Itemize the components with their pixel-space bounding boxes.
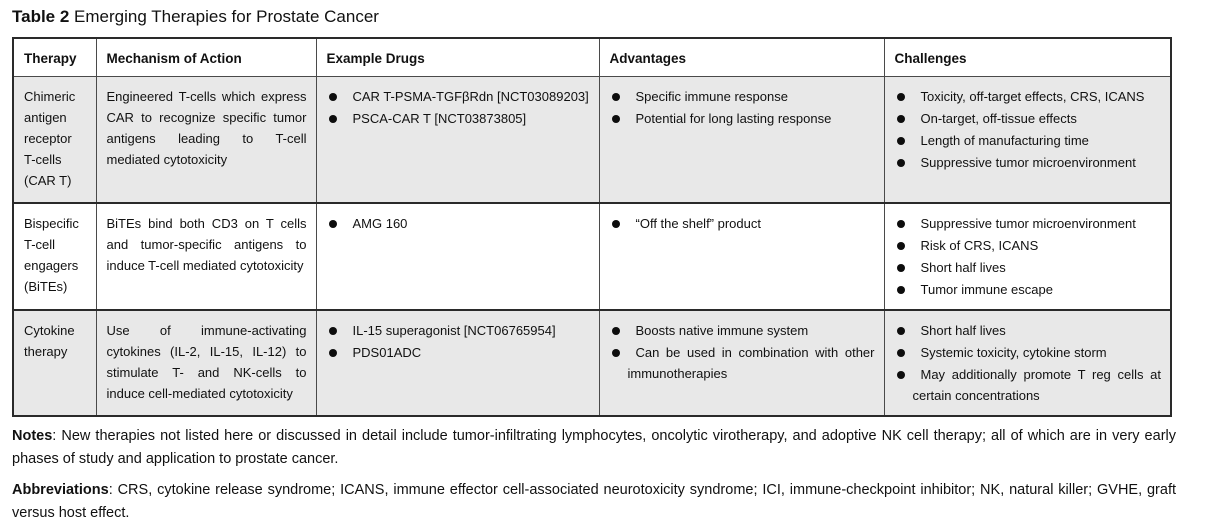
list-item: Specific immune response: [610, 86, 875, 107]
bullet-icon: [896, 326, 905, 335]
list-item: Tumor immune escape: [895, 279, 1162, 300]
bullet-icon: [896, 93, 905, 101]
list-item: Short half lives: [895, 257, 1162, 278]
drug-name: AMG 160: [352, 215, 408, 231]
column-header-mechanism: Mechanism of Action: [95, 38, 316, 77]
notes-text: : New therapies not listed here or discu…: [12, 427, 1176, 467]
bullet-icon: [611, 115, 620, 123]
list-item: Short half lives: [895, 320, 1162, 341]
challenge-text: Toxicity, off-target effects, CRS, ICANS: [920, 89, 1145, 104]
column-header-challenges: Challenges: [883, 38, 1171, 77]
challenges-cell: Suppressive tumor microenvironment Risk …: [883, 201, 1171, 310]
example-drugs-cell: AMG 160: [315, 201, 599, 310]
list-item: Systemic toxicity, cytokine storm: [895, 342, 1162, 363]
drug-name: IL-15 superagonist [NCT06765954]: [352, 322, 556, 338]
abbreviations-footnote: Abbreviations: CRS, cytokine release syn…: [12, 479, 1176, 517]
column-header-example-drugs: Example Drugs: [315, 38, 599, 77]
advantage-text: “Off the shelf” product: [635, 215, 762, 231]
advantage-text: Can be used in combination with other im…: [627, 344, 875, 381]
therapy-cell: Cytokine therapy: [13, 308, 96, 416]
list-item: “Off the shelf” product: [610, 213, 875, 234]
drug-name: PSCA-CAR T [NCT03873805]: [352, 111, 527, 126]
example-drugs-cell: CAR T-PSMA-TGFβRdn [NCT03089203] PSCA-CA…: [315, 76, 599, 203]
list-item: Toxicity, off-target effects, CRS, ICANS: [895, 86, 1162, 107]
list-item: Boosts native immune system: [610, 320, 875, 341]
challenge-text: Short half lives: [920, 322, 1006, 338]
bullet-icon: [896, 137, 905, 145]
drug-name: CAR T-PSMA-TGFβRdn [NCT03089203]: [352, 89, 589, 104]
challenge-text: Suppressive tumor microenvironment: [920, 155, 1136, 170]
list-item: Risk of CRS, ICANS: [895, 235, 1162, 256]
advantages-cell: “Off the shelf” product: [598, 201, 884, 310]
bullet-icon: [896, 241, 905, 250]
bullet-icon: [328, 115, 337, 123]
column-header-therapy: Therapy: [13, 38, 96, 77]
therapy-cell: Chimeric antigen receptor T-cells (CAR T…: [13, 76, 96, 203]
bullet-icon: [611, 326, 620, 335]
abbreviations-label: Abbreviations: [12, 481, 109, 498]
list-item: Suppressive tumor microenvironment: [895, 152, 1162, 173]
list-item: May additionally promote T reg cells at …: [895, 364, 1162, 406]
table-title: Table 2 Emerging Therapies for Prostate …: [12, 6, 1196, 28]
challenge-text: Short half lives: [920, 259, 1006, 275]
table-title-text: Emerging Therapies for Prostate Cancer: [69, 7, 379, 26]
bullet-icon: [896, 159, 905, 167]
mechanism-cell: BiTEs bind both CD3 on T cells and tumor…: [95, 201, 316, 310]
list-item: On-target, off-tissue effects: [895, 108, 1162, 129]
bullet-icon: [328, 219, 337, 228]
bullet-icon: [896, 219, 905, 228]
advantages-cell: Boosts native immune system Can be used …: [598, 308, 884, 416]
notes-label: Notes: [12, 427, 53, 444]
list-item: AMG 160: [327, 213, 590, 234]
challenge-text: Risk of CRS, ICANS: [920, 237, 1039, 253]
example-drugs-cell: IL-15 superagonist [NCT06765954] PDS01AD…: [315, 308, 599, 416]
bullet-icon: [896, 263, 905, 272]
drug-name: PDS01ADC: [352, 344, 422, 360]
advantage-text: Potential for long lasting response: [635, 111, 832, 126]
bullet-icon: [328, 93, 337, 101]
advantages-cell: Specific immune response Potential for l…: [598, 76, 884, 203]
list-item: PDS01ADC: [327, 342, 590, 363]
advantage-text: Boosts native immune system: [635, 322, 809, 338]
list-item: Suppressive tumor microenvironment: [895, 213, 1162, 234]
challenge-text: Systemic toxicity, cytokine storm: [920, 344, 1107, 360]
list-item: Length of manufacturing time: [895, 130, 1162, 151]
column-header-advantages: Advantages: [598, 38, 884, 77]
emerging-therapies-table: Therapy Mechanism of Action Example Drug…: [12, 37, 1172, 417]
challenge-text: On-target, off-tissue effects: [920, 111, 1077, 126]
bullet-icon: [896, 115, 905, 123]
challenge-text: Length of manufacturing time: [920, 133, 1089, 148]
therapy-cell: Bispecific T-cell engagers (BiTEs): [13, 201, 96, 310]
list-item: IL-15 superagonist [NCT06765954]: [327, 320, 590, 341]
list-item: CAR T-PSMA-TGFβRdn [NCT03089203]: [327, 86, 590, 107]
abbreviations-text: : CRS, cytokine release syndrome; ICANS,…: [12, 481, 1176, 517]
mechanism-cell: Use of immune-activating cytokines (IL-2…: [95, 308, 316, 416]
challenge-text: Suppressive tumor microenvironment: [920, 215, 1136, 231]
bullet-icon: [328, 348, 337, 357]
bullet-icon: [611, 348, 620, 357]
bullet-icon: [896, 348, 905, 357]
challenges-cell: Toxicity, off-target effects, CRS, ICANS…: [883, 76, 1171, 203]
table-row-bites: Bispecific T-cell engagers (BiTEs) BiTEs…: [13, 201, 1171, 310]
bullet-icon: [611, 219, 620, 228]
advantage-text: Specific immune response: [635, 89, 788, 104]
challenges-cell: Short half lives Systemic toxicity, cyto…: [883, 308, 1171, 416]
mechanism-cell: Engineered T-cells which express CAR to …: [95, 76, 316, 203]
challenge-text: May additionally promote T reg cells at …: [912, 366, 1162, 403]
table-header-row: Therapy Mechanism of Action Example Drug…: [13, 38, 1171, 77]
notes-footnote: Notes: New therapies not listed here or …: [12, 425, 1176, 471]
bullet-icon: [896, 285, 905, 294]
bullet-icon: [896, 370, 905, 379]
list-item: Can be used in combination with other im…: [610, 342, 875, 384]
challenge-text: Tumor immune escape: [920, 281, 1053, 297]
table-row-cytokine: Cytokine therapy Use of immune-activatin…: [13, 308, 1171, 416]
bullet-icon: [611, 93, 620, 101]
bullet-icon: [328, 326, 337, 335]
list-item: Potential for long lasting response: [610, 108, 875, 129]
table-number-label: Table 2: [12, 7, 70, 26]
list-item: PSCA-CAR T [NCT03873805]: [327, 108, 590, 129]
table-row-car-t: Chimeric antigen receptor T-cells (CAR T…: [13, 76, 1171, 203]
